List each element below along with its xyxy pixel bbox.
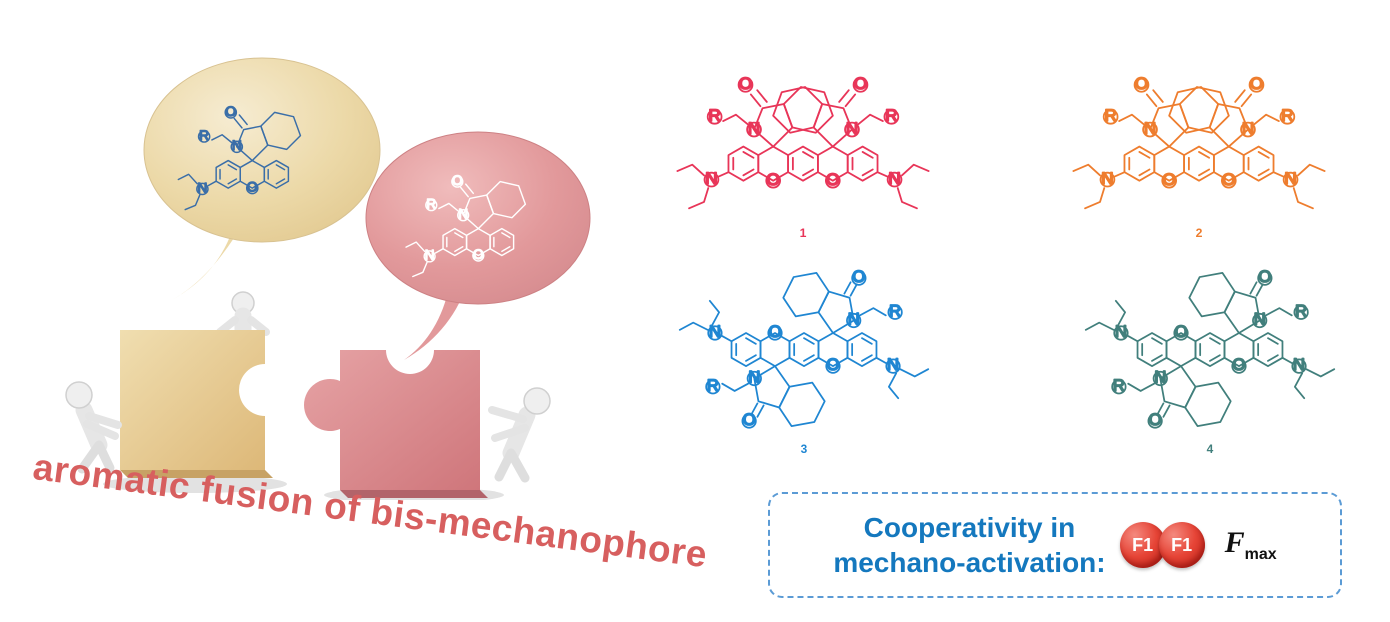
puzzle-shadow-left bbox=[103, 475, 287, 493]
compound-number-3: 3 bbox=[801, 442, 808, 456]
force-spheres: F1 F1 bbox=[1119, 522, 1205, 568]
pushing-figure-right bbox=[488, 387, 551, 483]
force-sphere-1: F1 bbox=[1119, 522, 1166, 568]
compound-number-2: 2 bbox=[1196, 226, 1203, 240]
compound-number-1: 1 bbox=[800, 226, 807, 240]
left-illustration bbox=[65, 57, 591, 500]
callout-line1: Cooperativity in bbox=[863, 512, 1076, 543]
force-sphere-2: F1 bbox=[1158, 522, 1205, 568]
speech-bubble-tan bbox=[143, 57, 381, 300]
bubble-tail bbox=[404, 286, 466, 360]
compound-structure-4: 4 bbox=[1034, 246, 1386, 459]
fmax-subscript: max bbox=[1244, 546, 1277, 563]
compound-structure-1: 1 bbox=[622, 38, 984, 240]
cooperativity-text: Cooperativity in mechano-activation: bbox=[833, 510, 1105, 580]
puzzle-piece-tan bbox=[120, 330, 273, 478]
puzzle-piece-pink bbox=[304, 350, 488, 498]
callout-box: Cooperativity in mechano-activation: F1 … bbox=[768, 492, 1342, 598]
fmax-label: Fmax bbox=[1225, 526, 1277, 564]
bubble-body bbox=[365, 131, 591, 305]
force-sphere-2-label: F1 bbox=[1171, 534, 1193, 555]
fmax-symbol: F bbox=[1224, 526, 1245, 559]
force-sphere-1-label: F1 bbox=[1132, 534, 1154, 555]
compound-structure-3: 3 bbox=[628, 246, 980, 459]
callout-line2: mechano-activation: bbox=[833, 547, 1106, 578]
speech-bubble-pink bbox=[365, 131, 591, 360]
peeking-figure bbox=[216, 291, 270, 341]
compound-number-4: 4 bbox=[1207, 442, 1214, 456]
compound-structure-2: 2 bbox=[1018, 38, 1380, 240]
pushing-figure-left bbox=[65, 381, 122, 474]
